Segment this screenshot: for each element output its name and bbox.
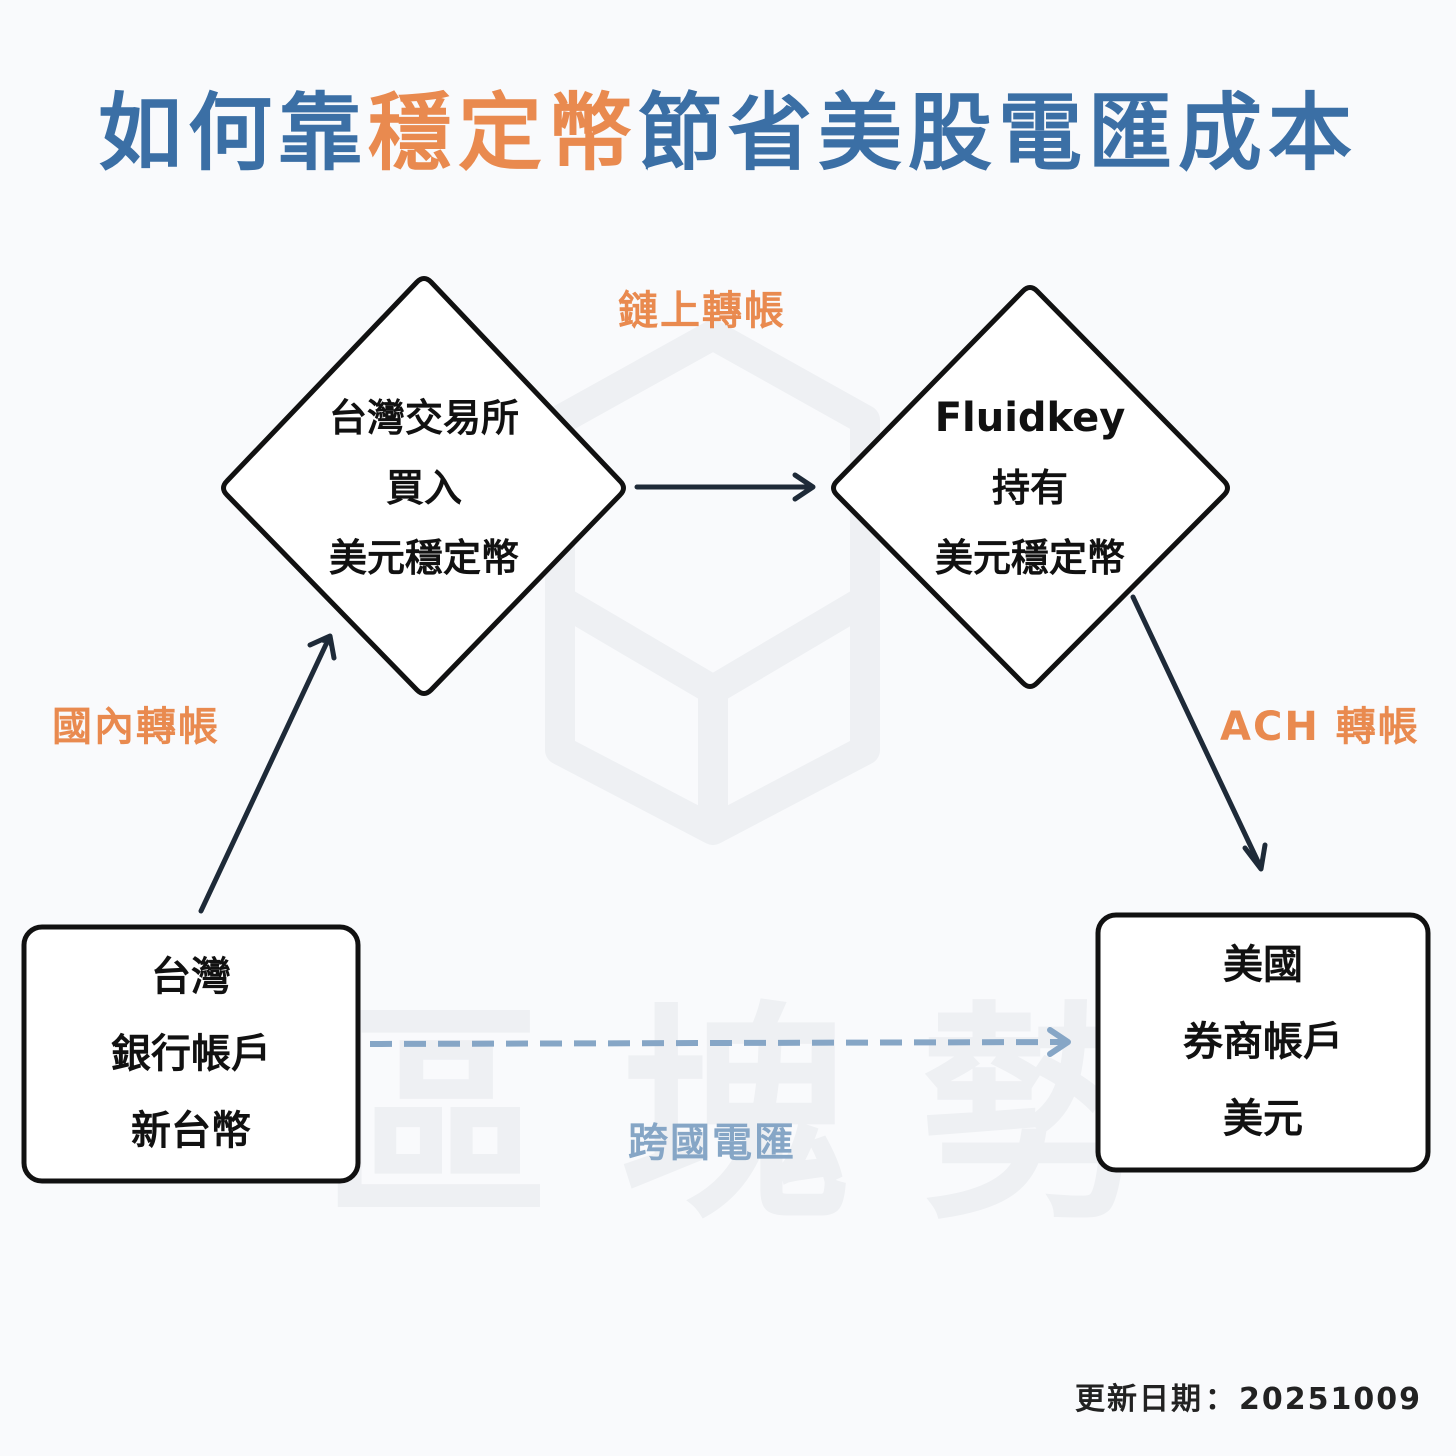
- title-part-3: 節省美股電匯成本: [638, 84, 1359, 182]
- node-us-broker-line3: 美元: [1223, 1096, 1303, 1142]
- watermark-char-2: 塊: [620, 984, 851, 1251]
- node-taiwan-exchange: 台灣交易所 買入 美元穩定幣: [294, 380, 554, 596]
- node-fluidkey: Fluidkey 持有 美元穩定幣: [900, 380, 1160, 596]
- node-fluidkey-line2: 持有: [991, 466, 1068, 510]
- edge-label-wire: 跨國電匯: [628, 1120, 796, 1166]
- arrow-wire: [369, 1039, 1067, 1047]
- update-date: 更新日期：20251009: [1075, 1374, 1422, 1418]
- arrow-domestic: [198, 635, 332, 914]
- node-taiwan-bank: 台灣 銀行帳戶 新台幣: [24, 937, 358, 1171]
- node-taiwan-exchange-line3: 美元穩定幣: [328, 536, 519, 580]
- node-us-broker-line2: 券商帳戶: [1183, 1019, 1343, 1065]
- edge-label-onchain: 鏈上轉帳: [618, 288, 786, 334]
- title-part-2: 穩定幣: [367, 84, 638, 182]
- arrow-ach: [1130, 594, 1264, 871]
- update-date-value: 20251009: [1239, 1382, 1422, 1417]
- node-fluidkey-line3: 美元穩定幣: [934, 536, 1125, 580]
- node-us-broker-line1: 美國: [1223, 942, 1303, 988]
- node-us-broker: 美國 券商帳戶 美元: [1098, 925, 1428, 1160]
- box-taiwan-bank: [21, 924, 361, 1184]
- update-date-separator: ：: [1205, 1382, 1237, 1417]
- diamond-fluidkey: [831, 285, 1230, 689]
- node-taiwan-bank-line2: 銀行帳戶: [111, 1030, 271, 1077]
- update-date-label: 更新日期: [1075, 1382, 1203, 1417]
- node-fluidkey-line1: Fluidkey: [934, 395, 1126, 441]
- node-taiwan-bank-line1: 台灣: [151, 953, 231, 1000]
- page-title: 如何靠穩定幣節省美股電匯成本: [0, 78, 1456, 188]
- diamond-taiwan-exchange: [221, 276, 626, 696]
- node-taiwan-bank-line3: 新台幣: [131, 1107, 251, 1154]
- title-part-1: 如何靠: [97, 84, 368, 182]
- edge-label-domestic: 國內轉帳: [52, 704, 220, 750]
- node-taiwan-exchange-line2: 買入: [385, 466, 462, 510]
- node-taiwan-exchange-line1: 台灣交易所: [328, 396, 519, 440]
- box-us-broker: [1095, 912, 1431, 1173]
- edge-label-ach: ACH 轉帳: [1220, 704, 1420, 750]
